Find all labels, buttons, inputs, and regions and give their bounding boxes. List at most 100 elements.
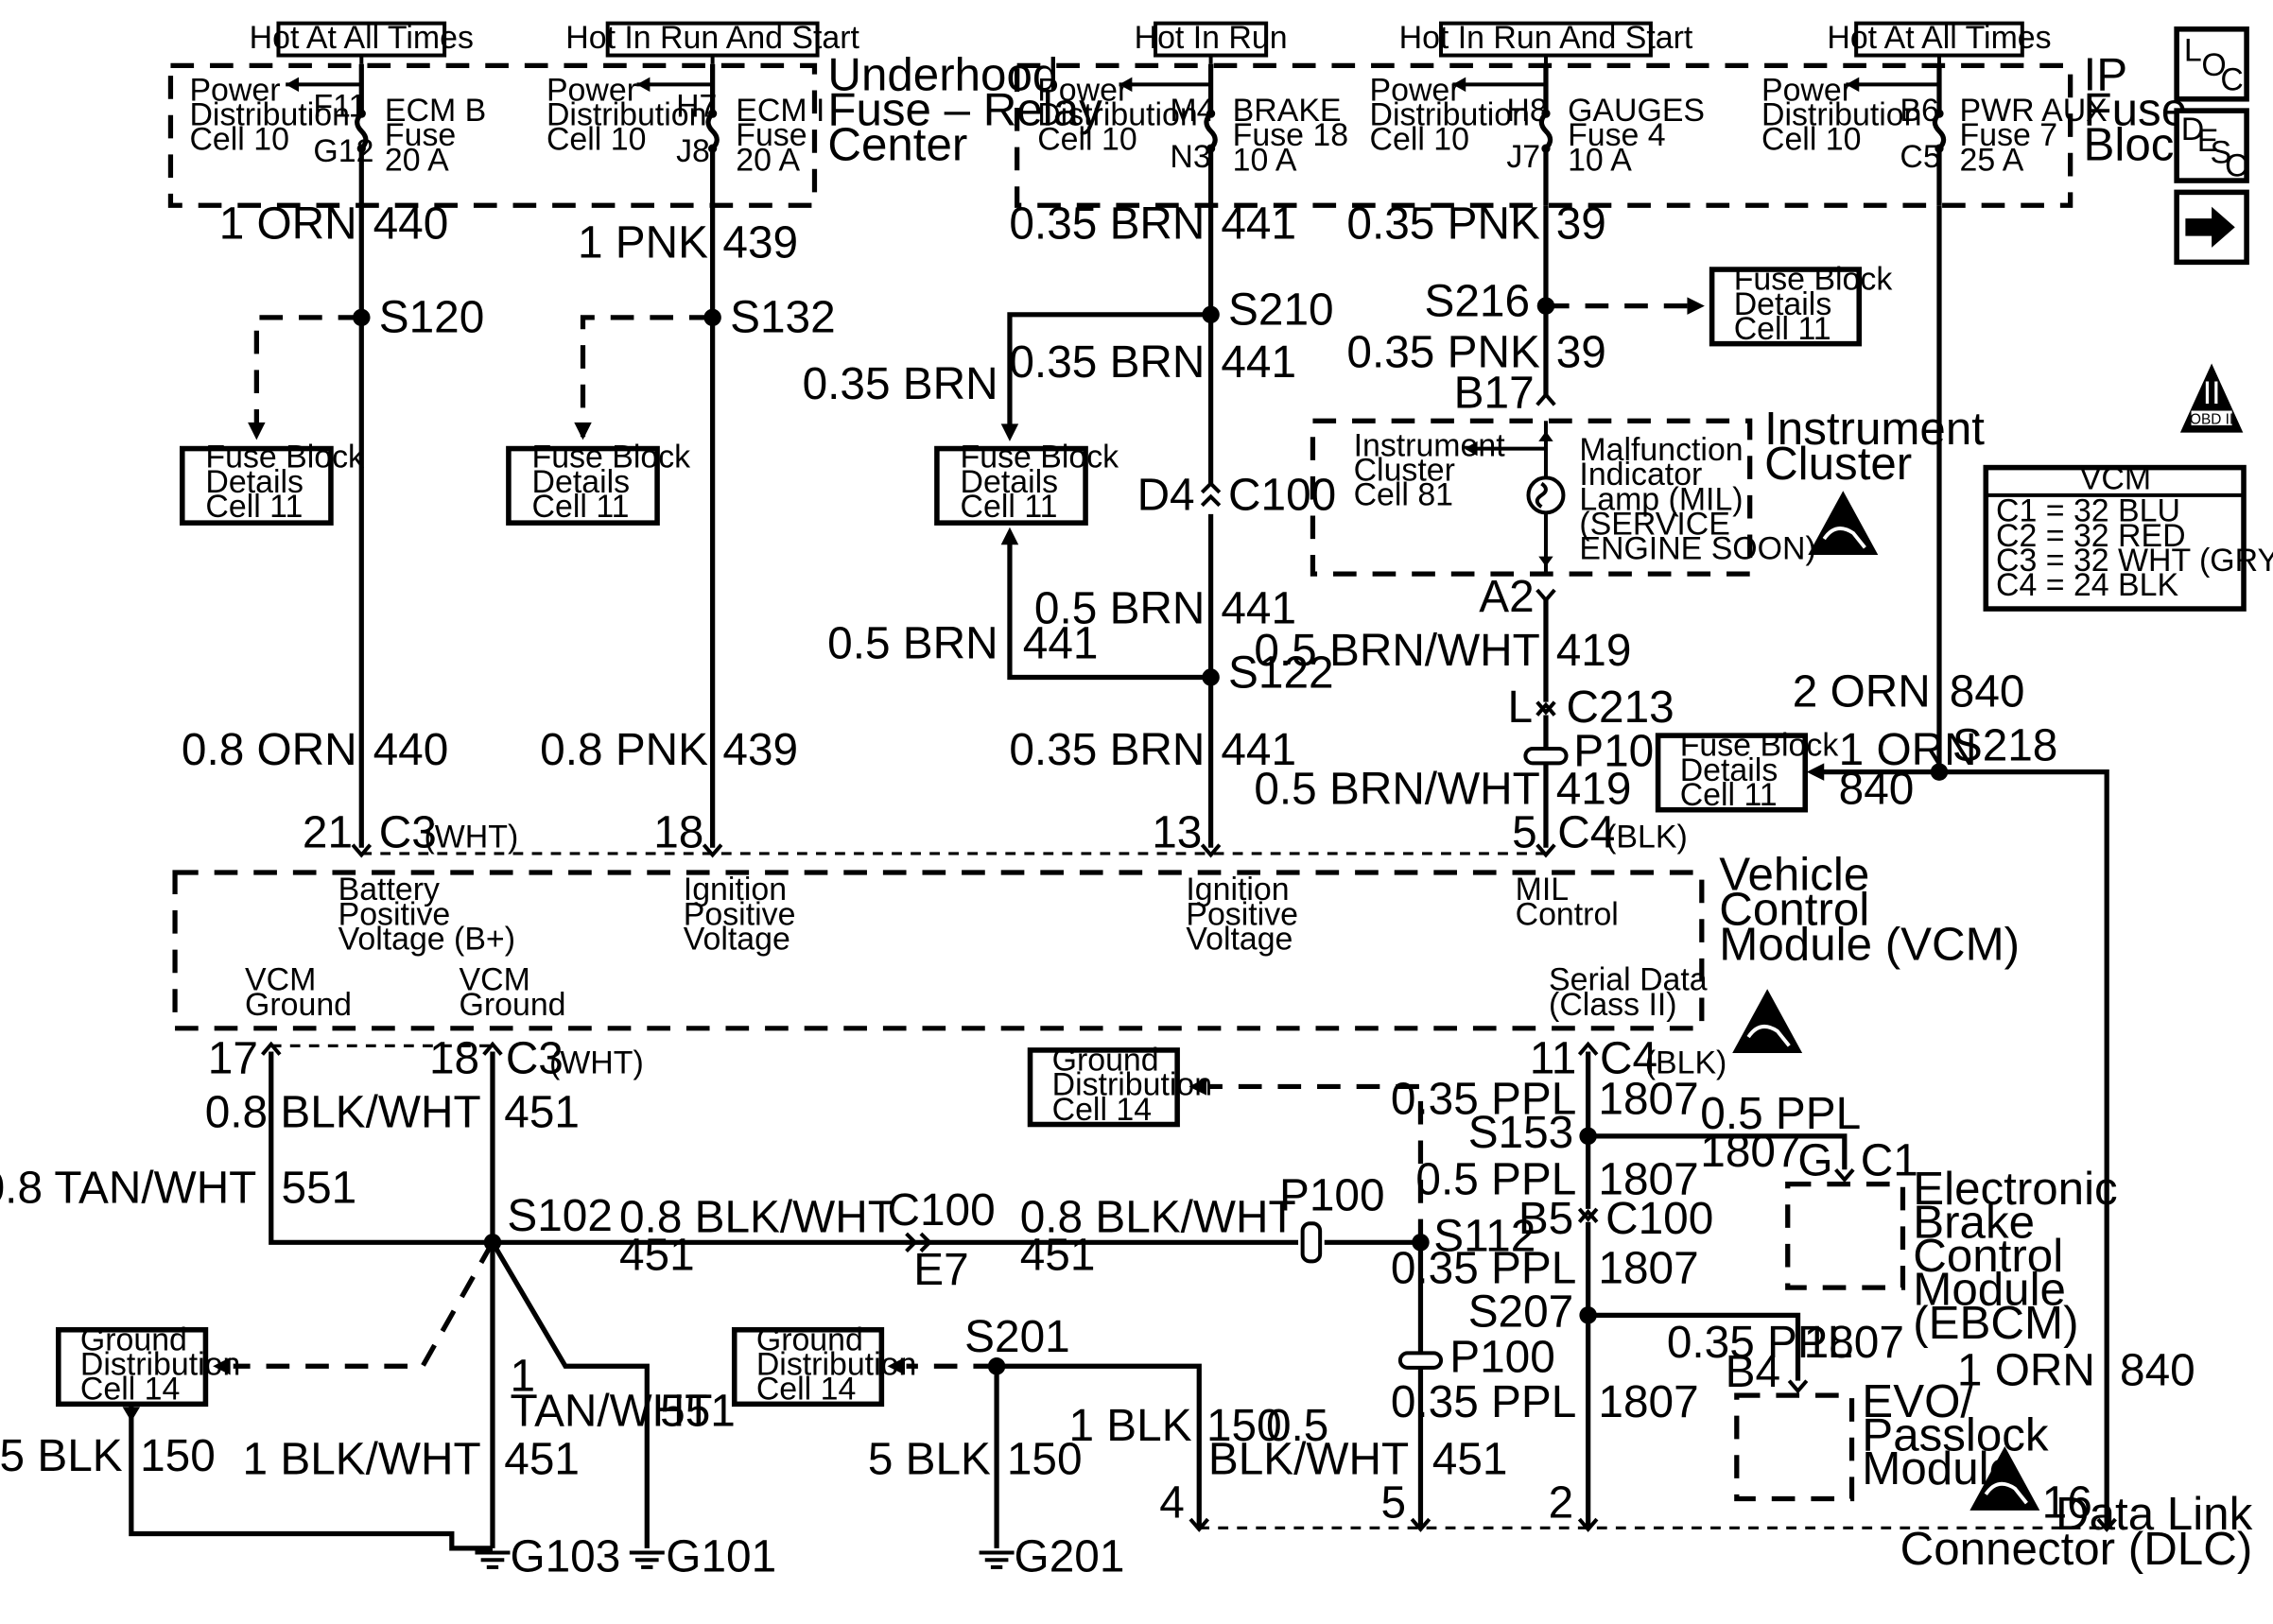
fuse-block-details-ref[interactable]: Fuse Block Details Cell 11 [506,440,690,526]
circuit-number: 419 [1556,765,1632,815]
hot-in-run-label: Hot In Run [1135,20,1288,56]
ref-text: Cell 11 [961,489,1058,525]
circuit-number: 1807 [1598,1243,1698,1293]
fuse-block-details-ref[interactable]: Fuse Block Details Cell 11 [1655,728,1839,813]
underhood-title-1: Underhood [827,49,1058,101]
wire-color: 0.8 BLK/WHT [1020,1193,1296,1243]
wire-color: 1 PNK [578,218,708,268]
ref-text: Cell 14 [1052,1092,1152,1128]
fuse-name: GAUGES [1568,93,1705,129]
pin-h8: H8 [1506,93,1547,129]
connector-label: C213 [1567,682,1674,733]
connector-c213 [1536,700,1556,717]
arrow-left-icon [887,1357,906,1375]
splice-pack-p100-lower [1397,1351,1444,1370]
ebcm-text: Electronic [1913,1163,2117,1215]
vehicle-control-module: 21 C3 (WHT) 18 13 5 C4 (BLK) Vehicle Con… [172,808,2020,1084]
splice-label: S153 [1468,1108,1574,1158]
wire-color: 0.8 BLK/WHT [619,1193,895,1243]
arrow-left-icon [213,1357,231,1375]
vcm-pin-desc: Ground [460,987,566,1023]
ref-text: Cell 11 [1680,777,1778,813]
ip-fuse-title-2: Fuse [2084,84,2188,136]
cluster-ref: Instrument [1354,427,1506,463]
ground-distribution-ref[interactable]: Ground Distribution Cell 14 [1027,1042,1213,1128]
vcm-pin-desc: Serial Data [1549,962,1708,998]
ref-text: Details [1680,752,1778,788]
description-icon[interactable]: D E S C [2174,108,2249,183]
connector-c100 [1200,480,1222,508]
connector-c4: C4 [1600,1034,1657,1084]
cluster-title-2: Cluster [1764,438,1912,490]
pin-g12: G12 [313,133,373,169]
wire-color: 0.5 BRN/WHT [1254,765,1539,815]
wire-color: 1 BLK/WHT [243,1434,481,1484]
circuit-number: 451 [504,1088,580,1138]
power-distribution-text: Distribution [1761,97,1921,133]
fuse-block-details-ref[interactable]: Fuse Block Details Cell 11 [1709,262,1893,347]
ref-text: Distribution [1052,1067,1212,1103]
evo-text: EVO/ [1862,1375,1973,1427]
vcm-table-title: VCM [2080,461,2151,497]
vcm-pin-desc: VCM [245,962,316,998]
circuit-number: 451 [1432,1434,1508,1484]
circuit-number: 39 [1556,327,1606,377]
connector-c3: C3 [506,1034,564,1084]
pin-21: 21 [303,808,353,858]
splice-pack-p101 [1523,746,1569,766]
fuse-rating: 20 A [385,142,449,178]
ref-text: Distribution [756,1347,916,1383]
wire-color: 5 BLK [0,1431,123,1481]
evo-text: Passlock [1862,1409,2049,1461]
wire-color: 0.8 ORN [182,725,357,775]
power-distribution-text: Cell 10 [1370,122,1469,158]
esd-warning-icon [1808,491,1879,556]
fuse-block-details-ref[interactable]: Fuse Block Details Cell 11 [934,440,1119,526]
underhood-fuse-relay-center: Underhood Fuse – Relay Center Power Dist… [167,49,1102,208]
arrow-left-icon [286,77,300,93]
arrow-left-icon [1464,441,1478,457]
ground-g101-icon [629,1550,665,1569]
next-arrow-icon[interactable] [2174,189,2249,266]
ref-text: Fuse Block [1734,262,1893,298]
wire-color: 1 ORN [1957,1345,2095,1395]
circuit-number: 840 [1839,765,1915,815]
fuse-name: BRAKE [1233,93,1342,129]
hot-in-run-and-start-label-2: Hot In Run And Start [1399,20,1693,56]
circuit-number: 150 [140,1431,216,1481]
ref-text: Distribution [80,1347,240,1383]
ground-label: G201 [1015,1532,1125,1582]
power-distribution-text: Distribution [189,97,349,133]
ground-distribution-ref[interactable]: Ground Distribution Cell 14 [56,1322,241,1408]
arrow-left-icon [1846,77,1860,93]
wire-color: 0.35 BRN [1009,725,1205,775]
splice-pack-p100 [1300,1221,1323,1264]
ref-text: Cell 14 [756,1372,856,1408]
ref-text: Cell 11 [205,489,303,525]
arrow-up-icon [1538,431,1553,441]
mil-text: Indicator [1579,457,1702,492]
arrow-left-icon [1452,77,1466,93]
instrument-cluster: Instrument Cluster Instrument Cluster Ce… [1310,403,1985,577]
location-icon[interactable]: L O C [2174,26,2249,102]
esd-warning-icon [1969,1446,2040,1511]
ref-text: Fuse Block [961,440,1119,475]
wire-color: 0.35 BRN [1009,199,1205,250]
wire-color: 0.5 BRN [1034,583,1205,633]
pin-g: G [1797,1135,1832,1185]
pin-j7: J7 [1506,139,1540,175]
fuse-rating: 10 A [1233,142,1297,178]
ground-distribution-ref[interactable]: Ground Distribution Cell 14 [731,1322,917,1408]
fuse-block-details-ref[interactable]: Fuse Block Details Cell 11 [179,440,364,526]
side-icons: L O C D E S C OBD II II [2174,26,2249,433]
dlc-pin-5: 5 [1380,1478,1406,1529]
splice-label: S216 [1424,276,1530,326]
splice-label: S210 [1228,285,1334,336]
circuit-840: 2 ORN 840 S218 1 ORN 840 Fuse Block Deta… [1655,205,2195,1527]
supply-labels: Hot At All Times Hot In Run And Start Ho… [250,20,2052,64]
circuit-number: 451 [504,1434,580,1484]
fuse-name: PWR AUX [1960,93,2108,129]
ref-text: Ground [1052,1042,1159,1078]
dlc-title-1: Data Link [2056,1488,2253,1540]
